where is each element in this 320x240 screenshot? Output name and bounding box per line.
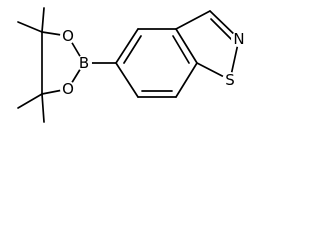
bond-c-methyl-2 xyxy=(17,21,43,33)
boron-atom: B xyxy=(76,54,92,72)
oxygen-lower-atom: O xyxy=(60,80,76,98)
bond-c3a-c3 xyxy=(175,10,211,30)
bond-c-methyl-3 xyxy=(17,93,43,109)
bond-c3a-c7a xyxy=(175,28,198,64)
chemical-structure: B O O N S xyxy=(17,7,247,123)
sulfur-atom-mask xyxy=(222,72,238,88)
oxygen-upper-atom: O xyxy=(60,27,76,45)
pinacol-methyl-bonds xyxy=(17,7,45,123)
bond-c6-c5 xyxy=(115,62,139,98)
bond-c5-c4-inner xyxy=(123,35,142,64)
atom-labels: B O O N S xyxy=(60,27,247,98)
boron-label: B xyxy=(79,54,89,72)
bond-c3a-c7a-inner xyxy=(172,35,190,64)
sulfur-atom: S xyxy=(222,71,238,89)
bond-c-methyl-4 xyxy=(41,93,45,123)
oxygen-upper-label: O xyxy=(62,27,74,45)
nitrogen-label: N xyxy=(233,30,244,48)
oxygen-upper-atom-mask xyxy=(60,28,76,44)
oxygen-lower-label: O xyxy=(62,80,74,98)
nitrogen-atom: N xyxy=(231,30,247,48)
bond-c-methyl-1 xyxy=(41,7,45,33)
sulfur-label: S xyxy=(225,71,235,89)
nitrogen-atom-mask xyxy=(231,31,247,47)
oxygen-lower-atom-mask xyxy=(60,81,76,97)
bond-c3-n-inner xyxy=(210,18,235,43)
bond-c5-c4 xyxy=(115,28,139,64)
boron-atom-mask xyxy=(76,55,92,71)
bond-c7a-c7 xyxy=(175,62,198,98)
benzene-ring-bonds xyxy=(115,28,198,98)
